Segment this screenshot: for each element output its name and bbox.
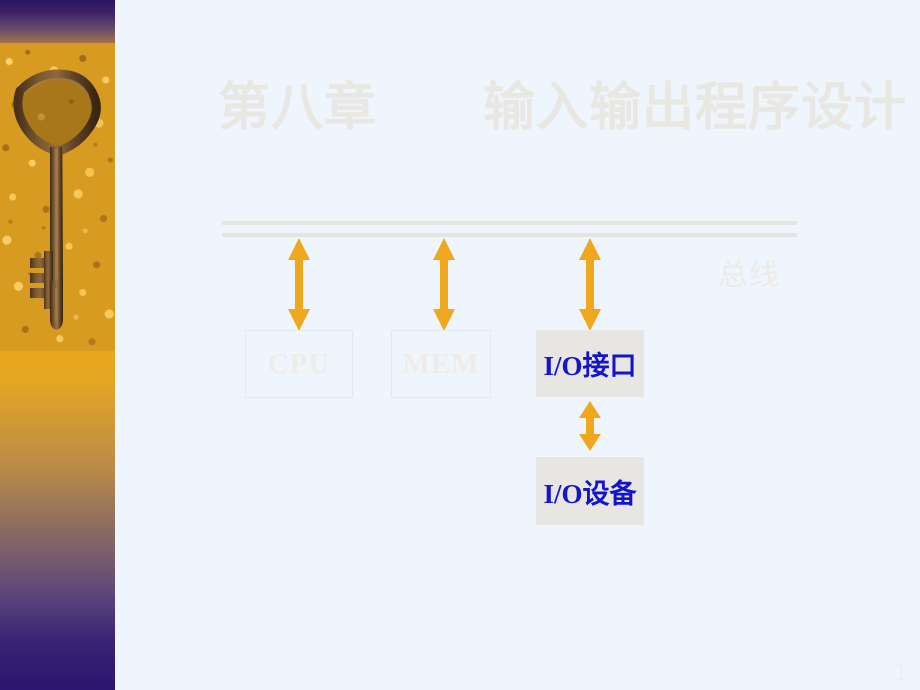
page-number: 1 bbox=[894, 661, 908, 686]
block-io-device: I/O设备 bbox=[536, 457, 644, 525]
key-photo bbox=[0, 43, 115, 351]
slide-title: 第八章 输入输出程序设计 bbox=[218, 78, 908, 138]
antique-key-icon bbox=[13, 69, 101, 330]
block-io-device-label: I/O设备 bbox=[543, 478, 637, 509]
arrow-bus-to-io-interface bbox=[579, 238, 601, 331]
block-io-interface-label: I/O接口 bbox=[543, 351, 637, 381]
arrow-io-interface-to-io-device bbox=[579, 401, 601, 451]
bus-label: 总线 bbox=[718, 258, 780, 293]
arrow-bus-to-mem bbox=[433, 238, 455, 331]
block-cpu: CPU bbox=[245, 330, 353, 398]
bus-line-top bbox=[222, 221, 797, 225]
bus-line-bottom bbox=[222, 233, 797, 237]
sidebar-decoration bbox=[0, 0, 115, 690]
arrow-bus-to-cpu bbox=[288, 238, 310, 331]
block-cpu-label: CPU bbox=[267, 347, 331, 380]
block-mem-label: MEM bbox=[402, 347, 480, 380]
block-mem: MEM bbox=[391, 330, 491, 398]
block-io-interface: I/O接口 bbox=[536, 330, 644, 397]
